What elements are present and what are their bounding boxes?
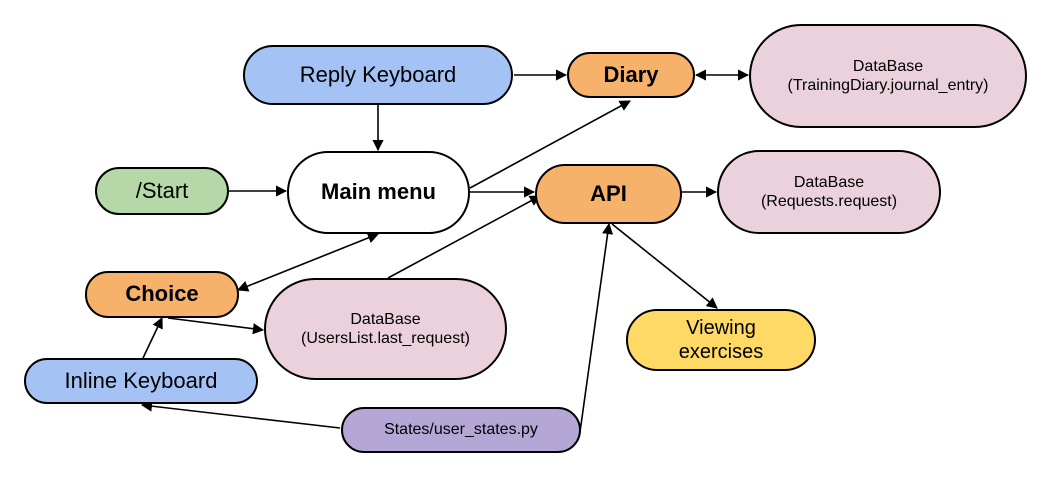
edge-db-users-to-api — [387, 195, 541, 279]
node-reply-keyboard: Reply Keyboard — [243, 45, 513, 105]
node-inline-keyboard-label: Inline Keyboard — [64, 367, 218, 393]
node-start-label: /Start — [135, 177, 189, 203]
node-db-users-title: DataBase — [350, 310, 421, 328]
node-db-diary-table: (TrainingDiary.journal_entry) — [787, 77, 989, 94]
node-api: API — [535, 164, 682, 224]
node-main-menu-label: Main menu — [321, 179, 436, 205]
node-db-requests-title: DataBase — [793, 173, 865, 191]
node-states-label: States/user_states.py — [384, 421, 538, 439]
node-viewing-exercises-line2: exercises — [678, 341, 764, 363]
node-reply-keyboard-label: Reply Keyboard — [299, 61, 457, 87]
edge-main-to-diary — [469, 100, 631, 189]
node-api-label: API — [590, 180, 627, 206]
node-start: /Start — [95, 167, 229, 215]
edge-api-to-viewing — [611, 223, 718, 309]
node-diary: Diary — [567, 52, 695, 98]
edge-choice-to-db-users — [167, 317, 265, 335]
node-main-menu: Main menu — [287, 151, 470, 234]
edge-inline-to-choice — [142, 316, 163, 359]
edge-states-to-api — [579, 222, 614, 433]
node-inline-keyboard: Inline Keyboard — [24, 358, 258, 404]
node-db-diary: DataBase (TrainingDiary.journal_entry) — [749, 24, 1027, 128]
node-db-requests: DataBase (Requests.request) — [717, 150, 941, 234]
edge-main-choice — [236, 232, 380, 292]
node-db-requests-table: (Requests.request) — [760, 193, 898, 210]
node-diary-label: Diary — [603, 61, 659, 87]
node-viewing-exercises: Viewing exercises — [626, 309, 816, 371]
node-choice-label: Choice — [125, 281, 199, 307]
node-db-diary-title: DataBase — [852, 57, 924, 75]
node-viewing-exercises-line1: Viewing — [686, 317, 756, 339]
edge-states-to-inline — [140, 400, 341, 429]
node-states: States/user_states.py — [341, 407, 581, 453]
node-db-users: DataBase (UsersList.last_request) — [264, 278, 507, 380]
node-choice: Choice — [85, 271, 239, 318]
node-db-users-table: (UsersList.last_request) — [301, 330, 470, 347]
